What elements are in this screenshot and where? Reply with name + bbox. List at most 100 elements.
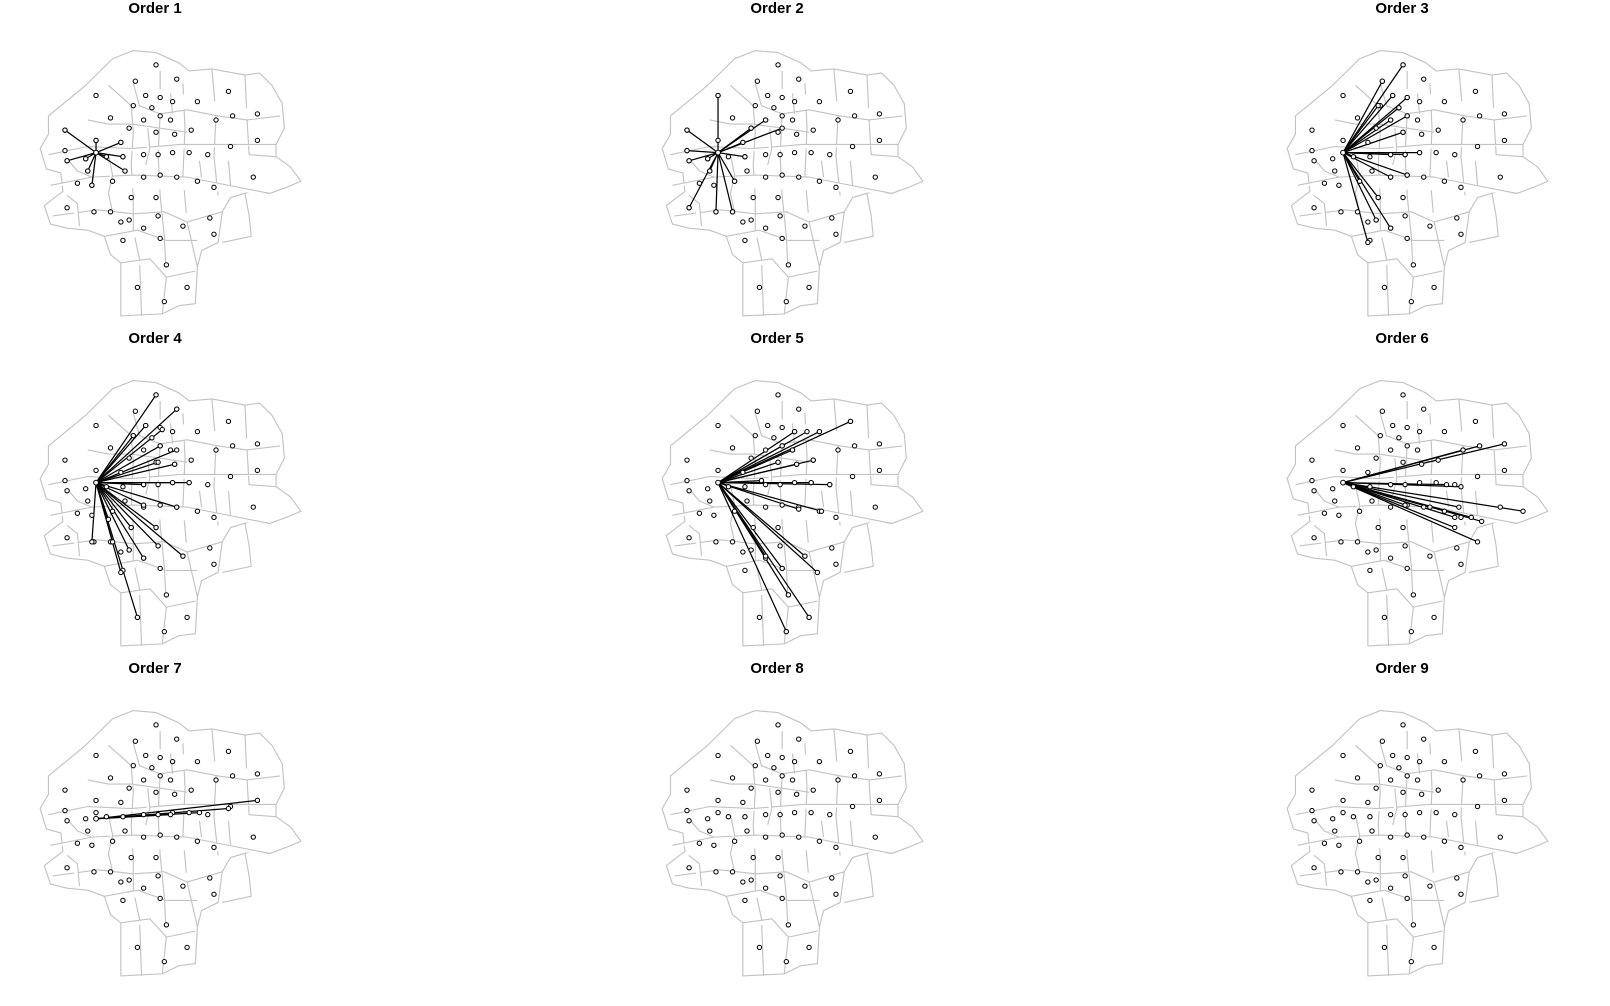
neighbor-link bbox=[1342, 482, 1524, 512]
neighbor-centroid bbox=[783, 628, 789, 635]
region-boundary bbox=[1379, 83, 1528, 121]
region-centroid bbox=[103, 484, 110, 490]
region-centroid bbox=[118, 549, 124, 555]
region-centroid bbox=[1402, 482, 1408, 488]
neighbor-centroid bbox=[1375, 194, 1381, 201]
region-centroid bbox=[713, 869, 719, 875]
region-map bbox=[661, 380, 924, 647]
region-centroid bbox=[153, 129, 159, 135]
neighbor-link bbox=[91, 482, 97, 542]
region-centroid bbox=[1338, 869, 1344, 875]
region-centroid bbox=[93, 422, 99, 429]
region-centroid bbox=[1418, 461, 1425, 467]
region-centroid bbox=[851, 773, 858, 779]
focal-centroid bbox=[715, 149, 721, 156]
region-centroid bbox=[107, 115, 114, 121]
neighbor-centroid bbox=[686, 158, 692, 164]
region-centroid bbox=[686, 818, 692, 824]
region-boundary bbox=[688, 525, 703, 557]
panel-title: Order 1 bbox=[128, 0, 182, 17]
region-centroid bbox=[1369, 168, 1375, 174]
neighbor-link bbox=[688, 152, 719, 162]
region-centroid bbox=[229, 443, 236, 449]
region-centroid bbox=[1311, 205, 1317, 211]
region-centroid bbox=[254, 467, 261, 474]
region-centroid bbox=[194, 98, 201, 105]
region-centroid bbox=[1441, 838, 1448, 844]
region-centroid bbox=[163, 922, 170, 928]
region-centroid bbox=[740, 219, 746, 225]
neighbor-centroid bbox=[1416, 149, 1423, 156]
region-centroid bbox=[1367, 897, 1373, 904]
neighbor-link bbox=[717, 463, 797, 484]
region-centroid bbox=[729, 115, 736, 121]
region-centroid bbox=[756, 284, 763, 290]
region-map bbox=[1286, 50, 1549, 317]
neighbor-centroid bbox=[810, 457, 816, 463]
region-centroid bbox=[740, 469, 746, 476]
region-centroid bbox=[829, 215, 835, 221]
neighbor-link bbox=[686, 149, 719, 154]
region-centroid bbox=[829, 545, 835, 551]
region-centroid bbox=[1404, 443, 1410, 449]
region-centroid bbox=[74, 180, 81, 186]
region-boundary bbox=[198, 820, 203, 838]
map-layer bbox=[1286, 380, 1549, 647]
region-centroid bbox=[1387, 504, 1394, 510]
region-centroid bbox=[126, 217, 132, 223]
region-centroid bbox=[789, 777, 796, 783]
region-centroid bbox=[1427, 883, 1433, 889]
region-boundary bbox=[198, 160, 203, 178]
neighbor-link bbox=[717, 461, 779, 484]
neighbor-centroid bbox=[742, 154, 748, 160]
region-centroid bbox=[155, 482, 161, 488]
region-centroid bbox=[1387, 885, 1394, 891]
region-boundary bbox=[767, 128, 773, 166]
region-centroid bbox=[1400, 392, 1406, 398]
region-centroid bbox=[1340, 137, 1346, 144]
region-centroid bbox=[1387, 555, 1394, 561]
region-centroid bbox=[1433, 809, 1439, 816]
region-centroid bbox=[109, 508, 116, 514]
region-centroid bbox=[696, 840, 703, 846]
region-centroid bbox=[1433, 149, 1439, 156]
region-centroid bbox=[161, 958, 167, 965]
neighbor-link bbox=[1342, 131, 1404, 154]
region-centroid bbox=[872, 174, 878, 180]
region-centroid bbox=[876, 441, 883, 447]
neighbor-link bbox=[1342, 152, 1369, 243]
region-centroid bbox=[1414, 447, 1421, 453]
region-centroid bbox=[1458, 514, 1464, 520]
neighbor-link bbox=[688, 152, 719, 209]
region-centroid bbox=[816, 838, 823, 844]
region-centroid bbox=[740, 799, 746, 806]
region-centroid bbox=[686, 488, 692, 494]
region-centroid bbox=[140, 777, 147, 783]
region-centroid bbox=[64, 818, 70, 824]
region-centroid bbox=[827, 812, 833, 818]
neighbor-centroid bbox=[134, 614, 141, 620]
region-centroid bbox=[1472, 748, 1479, 755]
region-centroid bbox=[1404, 754, 1410, 761]
region-centroid bbox=[1408, 298, 1414, 305]
region-map bbox=[1286, 380, 1549, 647]
region-centroid bbox=[1309, 787, 1315, 793]
neighbor-centroid bbox=[779, 565, 785, 572]
region-boundary bbox=[1351, 559, 1445, 571]
neighbor-centroid bbox=[89, 182, 95, 188]
map-panel-order-1: Order 1 bbox=[5, 0, 305, 320]
region-centroid bbox=[1476, 773, 1483, 779]
neighbor-centroid bbox=[731, 178, 738, 184]
region-centroid bbox=[213, 777, 219, 783]
region-centroid bbox=[1354, 539, 1361, 545]
region-centroid bbox=[744, 168, 750, 174]
region-centroid bbox=[705, 486, 711, 492]
region-centroid bbox=[134, 284, 141, 290]
neighbor-centroid bbox=[167, 812, 174, 818]
region-centroid bbox=[157, 565, 163, 572]
region-centroid bbox=[64, 488, 70, 494]
region-centroid bbox=[157, 235, 163, 242]
neighbor-link bbox=[1342, 115, 1408, 154]
neighbor-centroid bbox=[1474, 539, 1481, 545]
